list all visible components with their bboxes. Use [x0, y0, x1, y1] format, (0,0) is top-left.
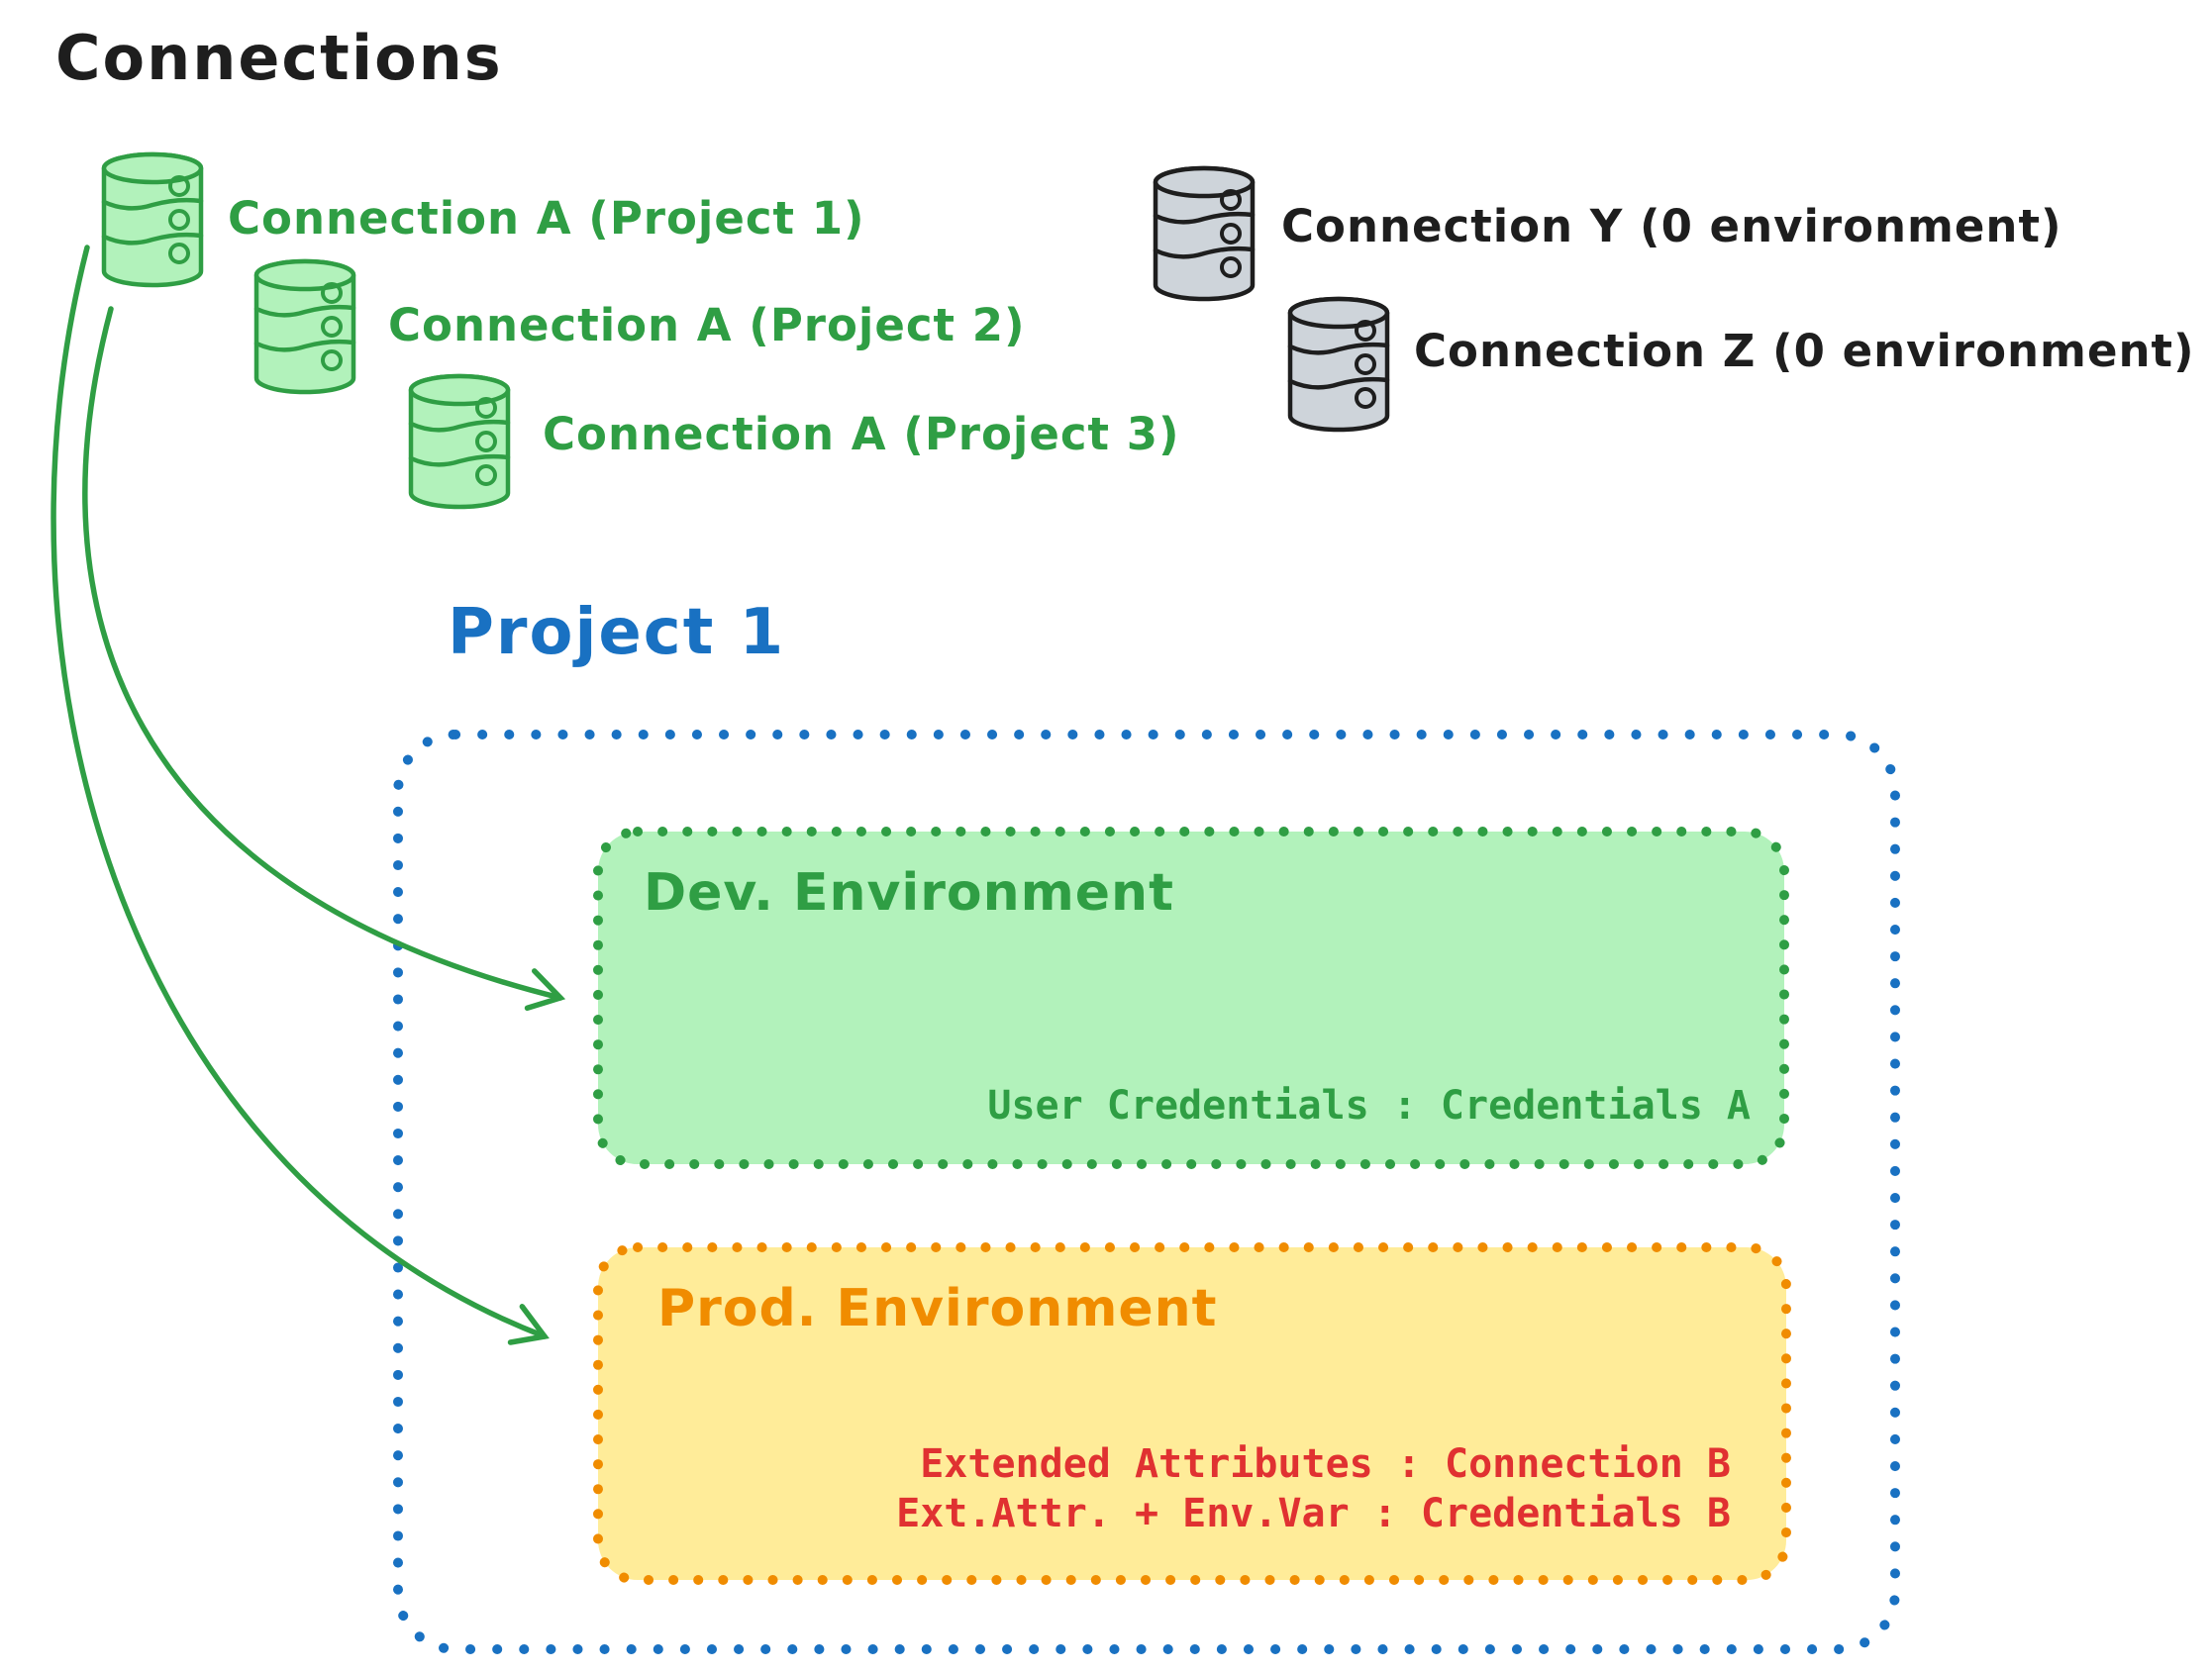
connection-label-z: Connection Z (0 environment) [1414, 325, 2195, 377]
database-icon-connection-z [1290, 299, 1387, 430]
arrow-connection-a-to-prod-environment [50, 245, 550, 1345]
connection-label-a-project-3: Connection A (Project 3) [543, 408, 1180, 460]
dev-credentials-mapping: User Credentials : Credentials A [987, 1083, 1751, 1129]
connection-label-a-project-1: Connection A (Project 1) [228, 192, 865, 245]
project1-box [393, 730, 1900, 1654]
prod-environment-title: Prod. Environment [657, 1279, 1218, 1338]
prod-mapping-ext-attr-env-var: Ext.Attr. + Env.Var : Credentials B [896, 1491, 1731, 1536]
database-icon-connection-a-project-1 [104, 154, 201, 285]
diagram-title: Connections [55, 22, 503, 94]
database-icon-connection-y [1156, 168, 1253, 299]
connection-label-a-project-2: Connection A (Project 2) [388, 299, 1026, 351]
project1-title: Project 1 [448, 596, 786, 669]
database-icon-connection-a-project-2 [256, 261, 353, 392]
dev-environment-title: Dev. Environment [644, 863, 1174, 923]
database-icon-connection-a-project-3 [411, 376, 508, 507]
dev-environment-box [593, 827, 1789, 1169]
arrow-connection-a-to-dev-environment [82, 306, 566, 1011]
prod-environment-box [593, 1242, 1791, 1585]
connection-label-y: Connection Y (0 environment) [1281, 200, 2062, 252]
prod-mapping-extended-attributes: Extended Attributes : Connection B [920, 1441, 1731, 1487]
